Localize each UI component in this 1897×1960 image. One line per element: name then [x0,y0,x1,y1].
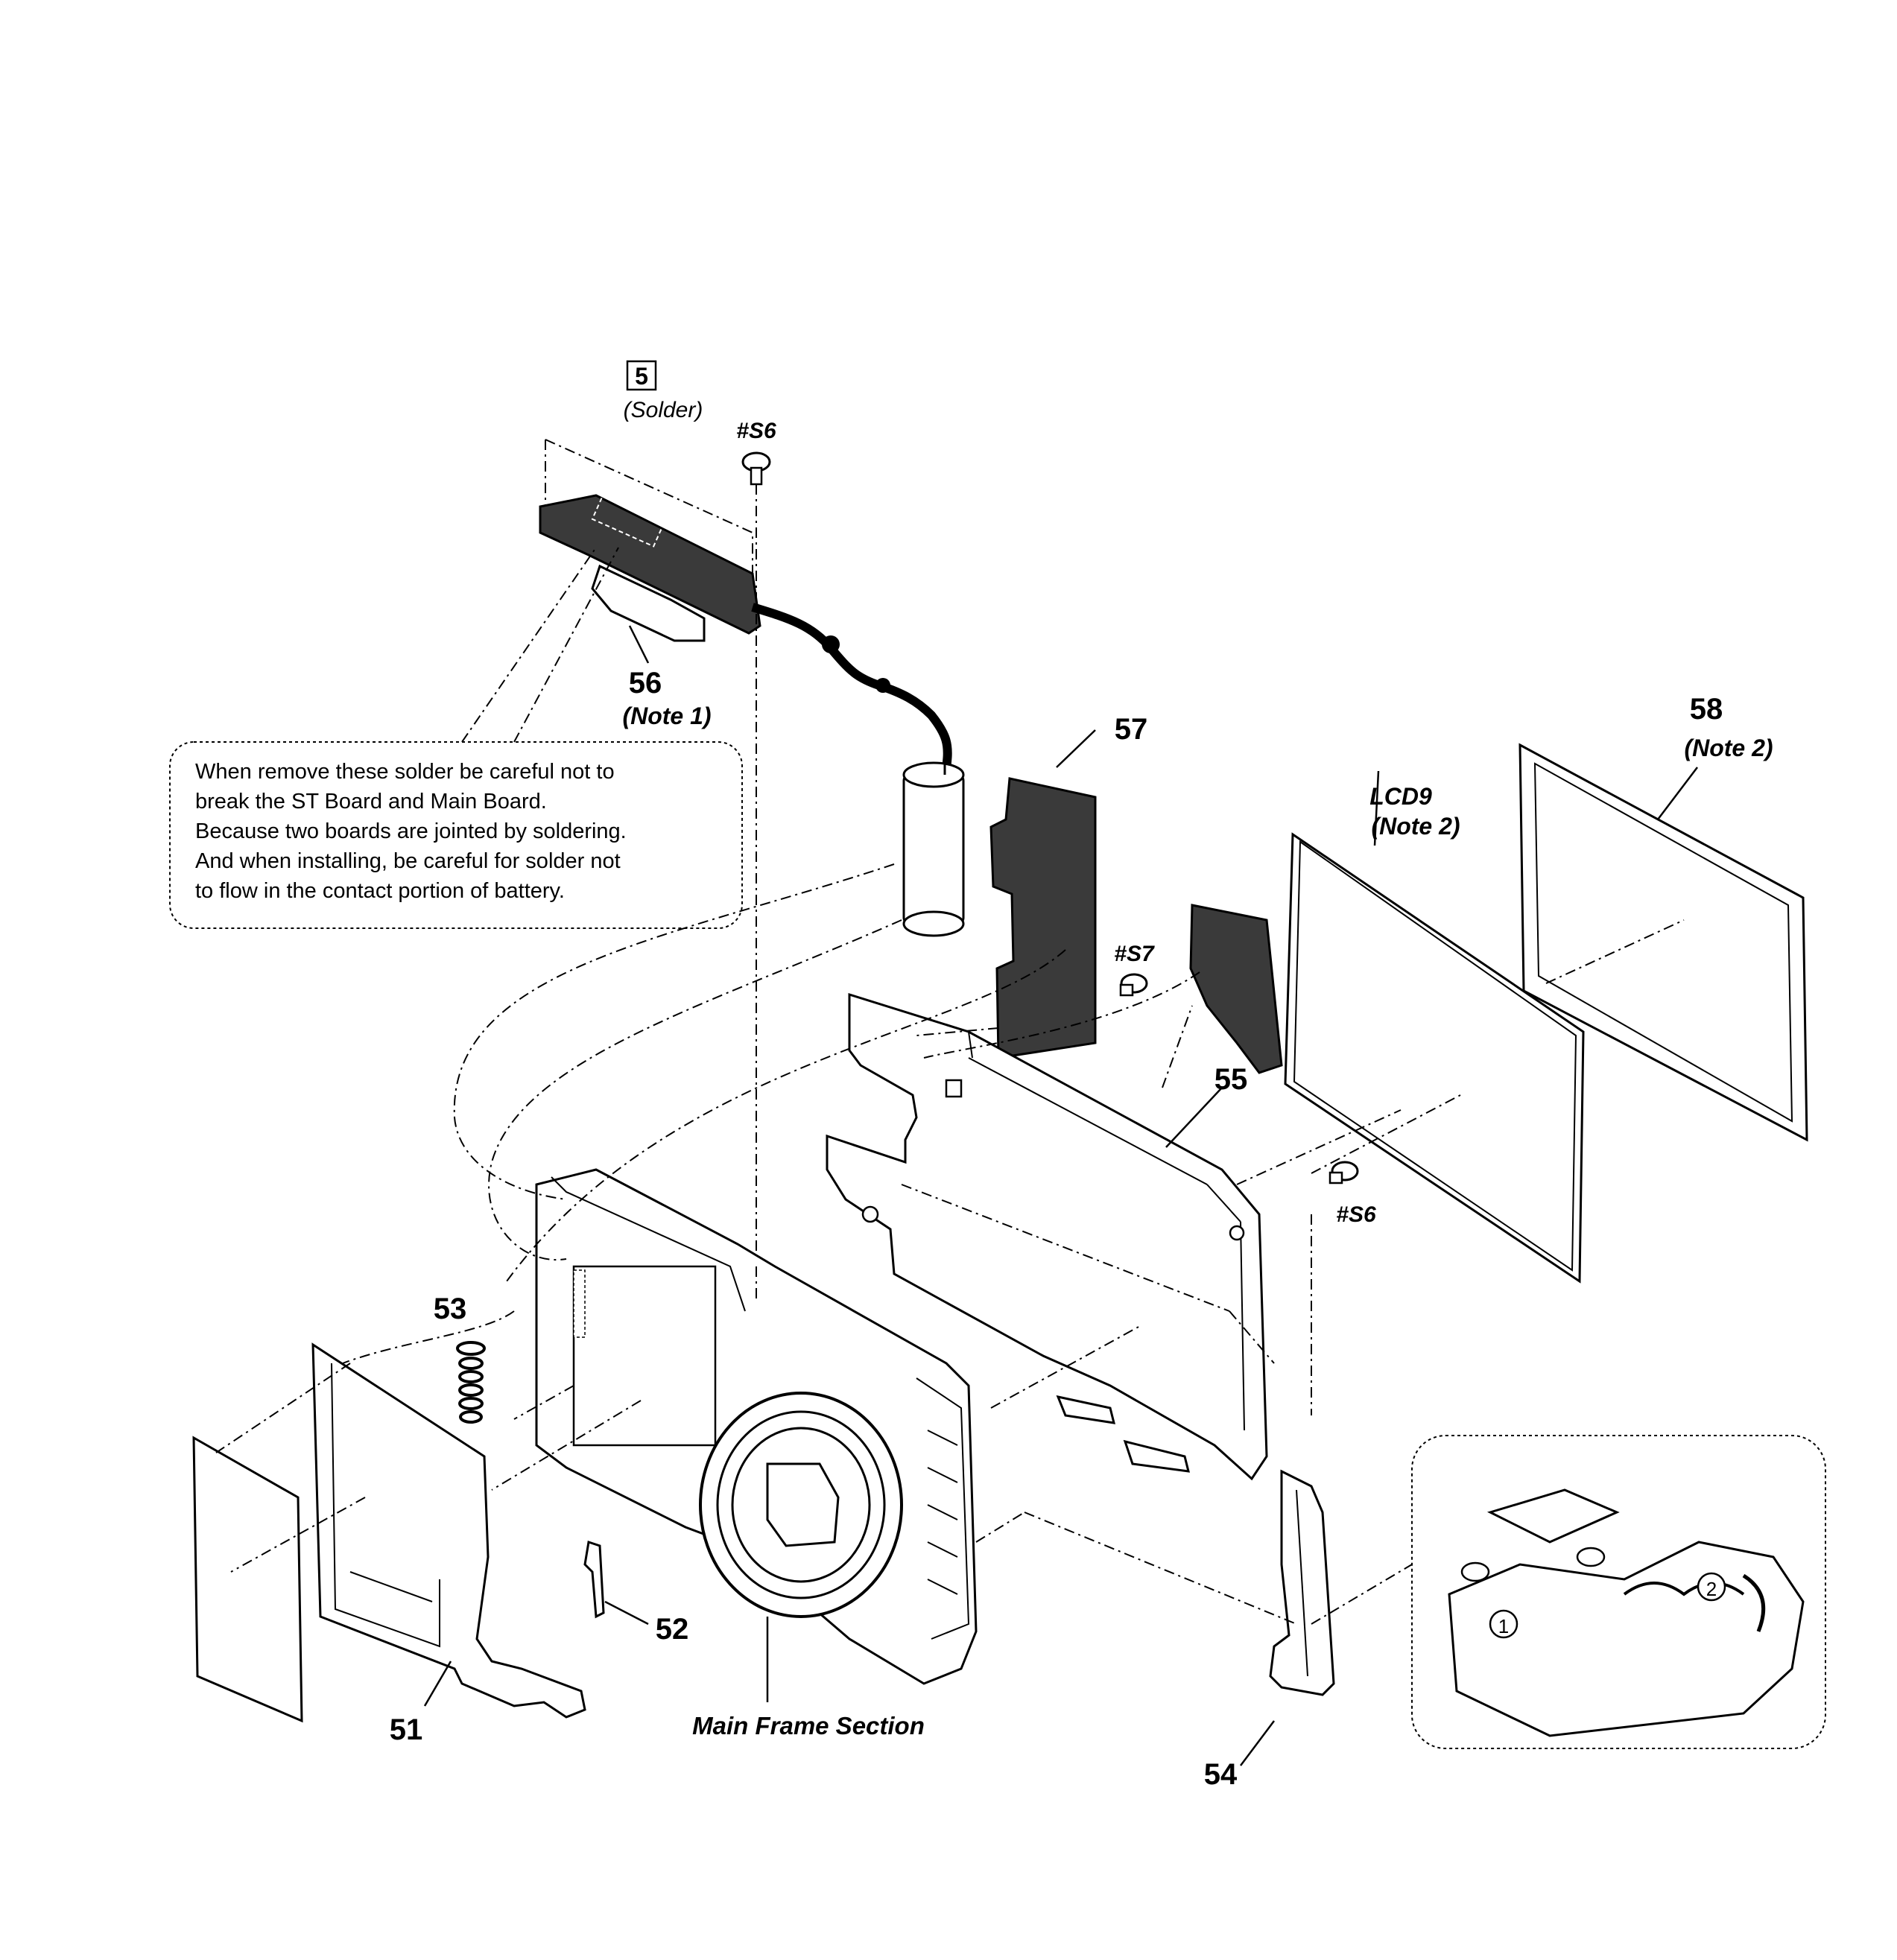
part-number-55: 55 [1214,1063,1248,1096]
part-number-54: 54 [1204,1758,1238,1791]
caution-note-line-1: When remove these solder be careful not … [195,760,615,784]
part-number-57: 57 [1115,713,1148,746]
screw-s7-label: #S7 [1114,942,1155,966]
part-58-note: (Note 2) [1684,735,1773,761]
cushion-sheet [192,1436,303,1723]
part-number-58: 58 [1690,693,1723,726]
caution-note-line-2: break the ST Board and Main Board. [195,790,547,814]
rear-frame-plate [826,992,1268,1481]
solder-label: (Solder) [624,398,703,422]
part-52: 52 [583,1541,689,1646]
lcd-flex-cable [1189,904,1283,1074]
solder-reference: 5 (Solder) [624,360,703,422]
part-52-shape [583,1541,605,1619]
step-2-label: 2 [1706,1578,1717,1600]
board-57-shape [989,777,1097,1059]
spring-53: 53 [434,1293,486,1424]
part-number-52: 52 [656,1613,689,1646]
screw-s6-top-label: #S6 [736,419,776,443]
step-2-marker [1697,1572,1726,1602]
part-56-note: (Note 1) [622,703,711,729]
rear-frame-55: 55 [826,992,1268,1481]
lens-assembly [699,1392,903,1618]
part-number-51: 51 [390,1713,423,1746]
main-frame-section: Main Frame Section [535,1168,978,1739]
flash-cable [751,603,952,768]
board-57: 57 [989,713,1148,1059]
front-cover-51: 51 [192,1342,586,1746]
capacitor [902,745,965,937]
lcd-window-58: 58 (Note 2) [1518,693,1808,1142]
lcd-note: (Note 2) [1371,813,1460,840]
main-frame-caption: Main Frame Section [692,1712,925,1739]
inset-detail: 1 2 [1411,1435,1826,1749]
lcd-label: LCD9 [1369,783,1432,810]
screw-s7: #S7 [1114,942,1155,997]
reference-number: 5 [635,363,648,390]
caution-note: When remove these solder be careful not … [169,547,743,929]
screw-s6-right: #S6 [1328,1161,1376,1227]
caution-note-box [169,741,743,929]
st-board [539,494,761,635]
lcd-panel: LCD9 (Note 2) [1189,770,1585,1284]
step-1-marker [1489,1609,1518,1639]
step-1-label: 1 [1498,1615,1509,1637]
screw-s6-top: #S6 [736,419,776,1266]
caution-note-line-5: to flow in the contact portion of batter… [195,879,565,903]
part-number-56: 56 [629,667,662,700]
front-plate [311,1342,586,1719]
st-board-assembly-56: 56 (Note 1) [539,439,965,937]
lcd-window-outer [1518,743,1808,1142]
screw-s6-right-label: #S6 [1336,1202,1376,1227]
reference-number-box [626,360,657,391]
assembly-guide-lines [215,863,1461,1625]
part-54: 54 [1204,1469,1335,1791]
flash-unit [591,564,706,642]
caution-note-line-3: Because two boards are jointed by solder… [195,819,627,843]
lcd-glass [1284,832,1585,1284]
caution-note-line-4: And when installing, be careful for sold… [195,849,621,873]
part-number-53: 53 [434,1293,467,1325]
